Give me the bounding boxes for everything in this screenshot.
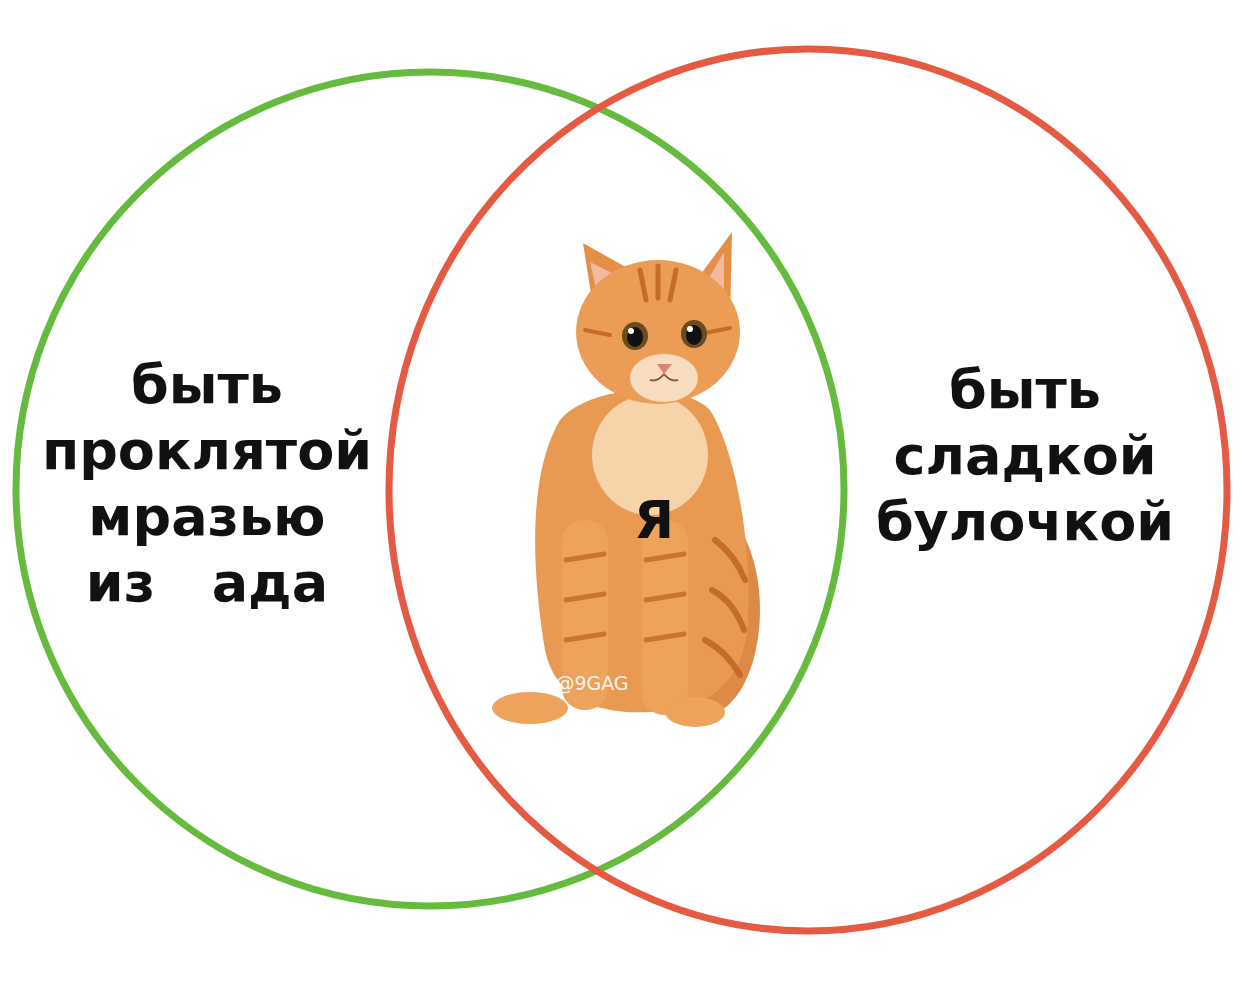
kitten-part <box>585 328 730 335</box>
kitten-part <box>492 692 568 724</box>
kitten-part <box>650 374 678 380</box>
kitten-part <box>576 260 740 404</box>
venn-set: быть сладкой булочкой <box>385 45 1231 935</box>
set-label: быть проклятой мразью из ада <box>42 352 372 616</box>
kitten-part <box>566 554 684 640</box>
kitten-part <box>665 697 725 727</box>
venn-circle <box>389 49 1227 931</box>
venn-circle <box>16 72 844 906</box>
kitten-part <box>630 354 698 402</box>
kitten-part <box>681 320 707 348</box>
kitten-part <box>687 326 693 332</box>
kitten-part <box>622 322 648 350</box>
kitten-part <box>627 327 643 347</box>
set-label: быть сладкой булочкой <box>876 357 1174 555</box>
self-label: Я <box>634 490 674 550</box>
venn-set: быть проклятой мразью из ада <box>12 68 848 910</box>
kitten-part <box>686 325 702 345</box>
kitten <box>492 232 760 727</box>
kitten-part <box>535 390 748 712</box>
watermark: @9GAG <box>555 672 628 694</box>
kitten-part <box>657 364 672 374</box>
kitten-part <box>705 540 745 675</box>
kitten-part <box>628 328 634 334</box>
kitten-part <box>640 266 676 300</box>
